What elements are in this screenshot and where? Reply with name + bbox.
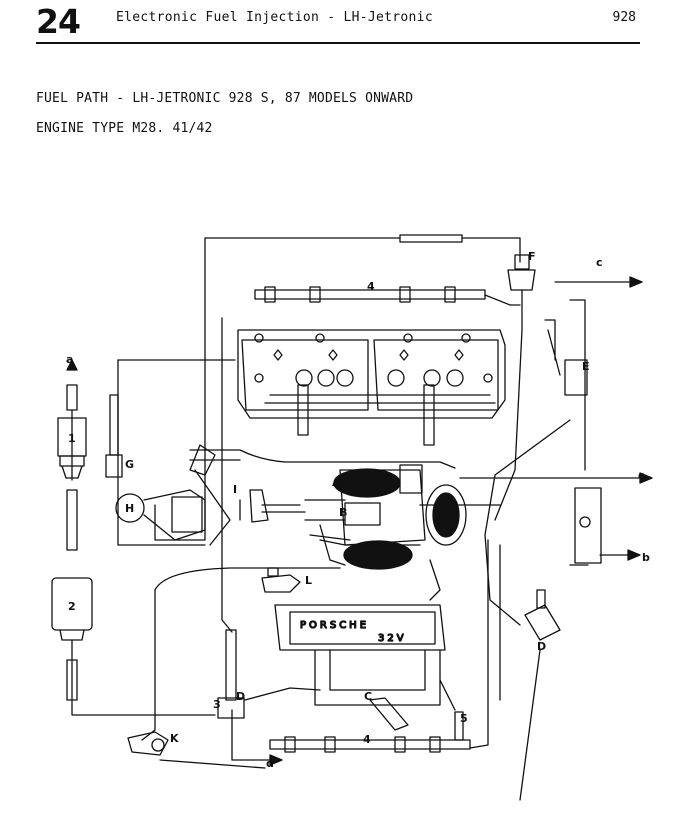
- fuel-filter-2: [51, 489, 93, 701]
- label-D-left: D: [236, 690, 245, 703]
- label-H: H: [125, 502, 134, 515]
- valve-K: [127, 731, 169, 756]
- cover-model-text: 32V: [378, 633, 407, 644]
- label-1: 1: [68, 432, 76, 445]
- air-ducting: [189, 444, 467, 601]
- valve-F: [507, 254, 536, 291]
- diagram-title: FUEL PATH - LH-JETRONIC 928 S, 87 MODELS…: [36, 91, 414, 106]
- damper-D-right: [524, 589, 561, 641]
- page-header-title: Electronic Fuel Injection - LH-Jetronic: [116, 10, 433, 25]
- label-e: e: [638, 469, 645, 482]
- intake-manifold: [237, 329, 506, 446]
- label-L: L: [305, 574, 312, 587]
- label-I: I: [233, 483, 237, 496]
- fuel-rail-upper: [254, 234, 521, 306]
- label-b: b: [642, 551, 650, 564]
- label-c: c: [596, 256, 603, 269]
- label-E: E: [582, 360, 590, 373]
- label-2: 2: [68, 600, 76, 613]
- label-5: 5: [460, 712, 468, 725]
- label-4-lower: 4: [363, 733, 371, 746]
- pressure-regulator-E: [544, 319, 602, 564]
- component-H: [115, 489, 206, 541]
- fuel-rail-lower: [269, 711, 471, 753]
- fuel-lines: [71, 237, 641, 801]
- label-B: B: [339, 506, 347, 519]
- label-C: C: [364, 690, 372, 703]
- label-A: A: [332, 476, 341, 489]
- cover-brand-text: PORSCHE: [300, 620, 369, 631]
- label-4-upper: 4: [367, 280, 375, 293]
- engine-type: ENGINE TYPE M28. 41/42: [36, 121, 213, 136]
- label-3: 3: [213, 698, 221, 711]
- label-D-right: D: [537, 640, 546, 653]
- damper-D-left: [217, 629, 245, 719]
- label-d: d: [266, 757, 274, 770]
- damper-G: [105, 394, 123, 478]
- fuel-pump-1: [57, 384, 87, 479]
- chapter-number: 24: [36, 2, 81, 41]
- label-a: a: [66, 353, 73, 366]
- valve-L: [261, 567, 301, 593]
- flow-arrows: [66, 276, 653, 766]
- callout-labels: a 1 2 G H I L A B C D D E F K 3 4 4 5 b …: [66, 250, 650, 770]
- header-divider: [36, 42, 640, 44]
- label-K: K: [170, 732, 179, 745]
- model-number: 928: [612, 10, 636, 25]
- label-F: F: [528, 250, 536, 263]
- label-G: G: [125, 458, 134, 471]
- engine-cover: PORSCHE 32V: [274, 604, 446, 731]
